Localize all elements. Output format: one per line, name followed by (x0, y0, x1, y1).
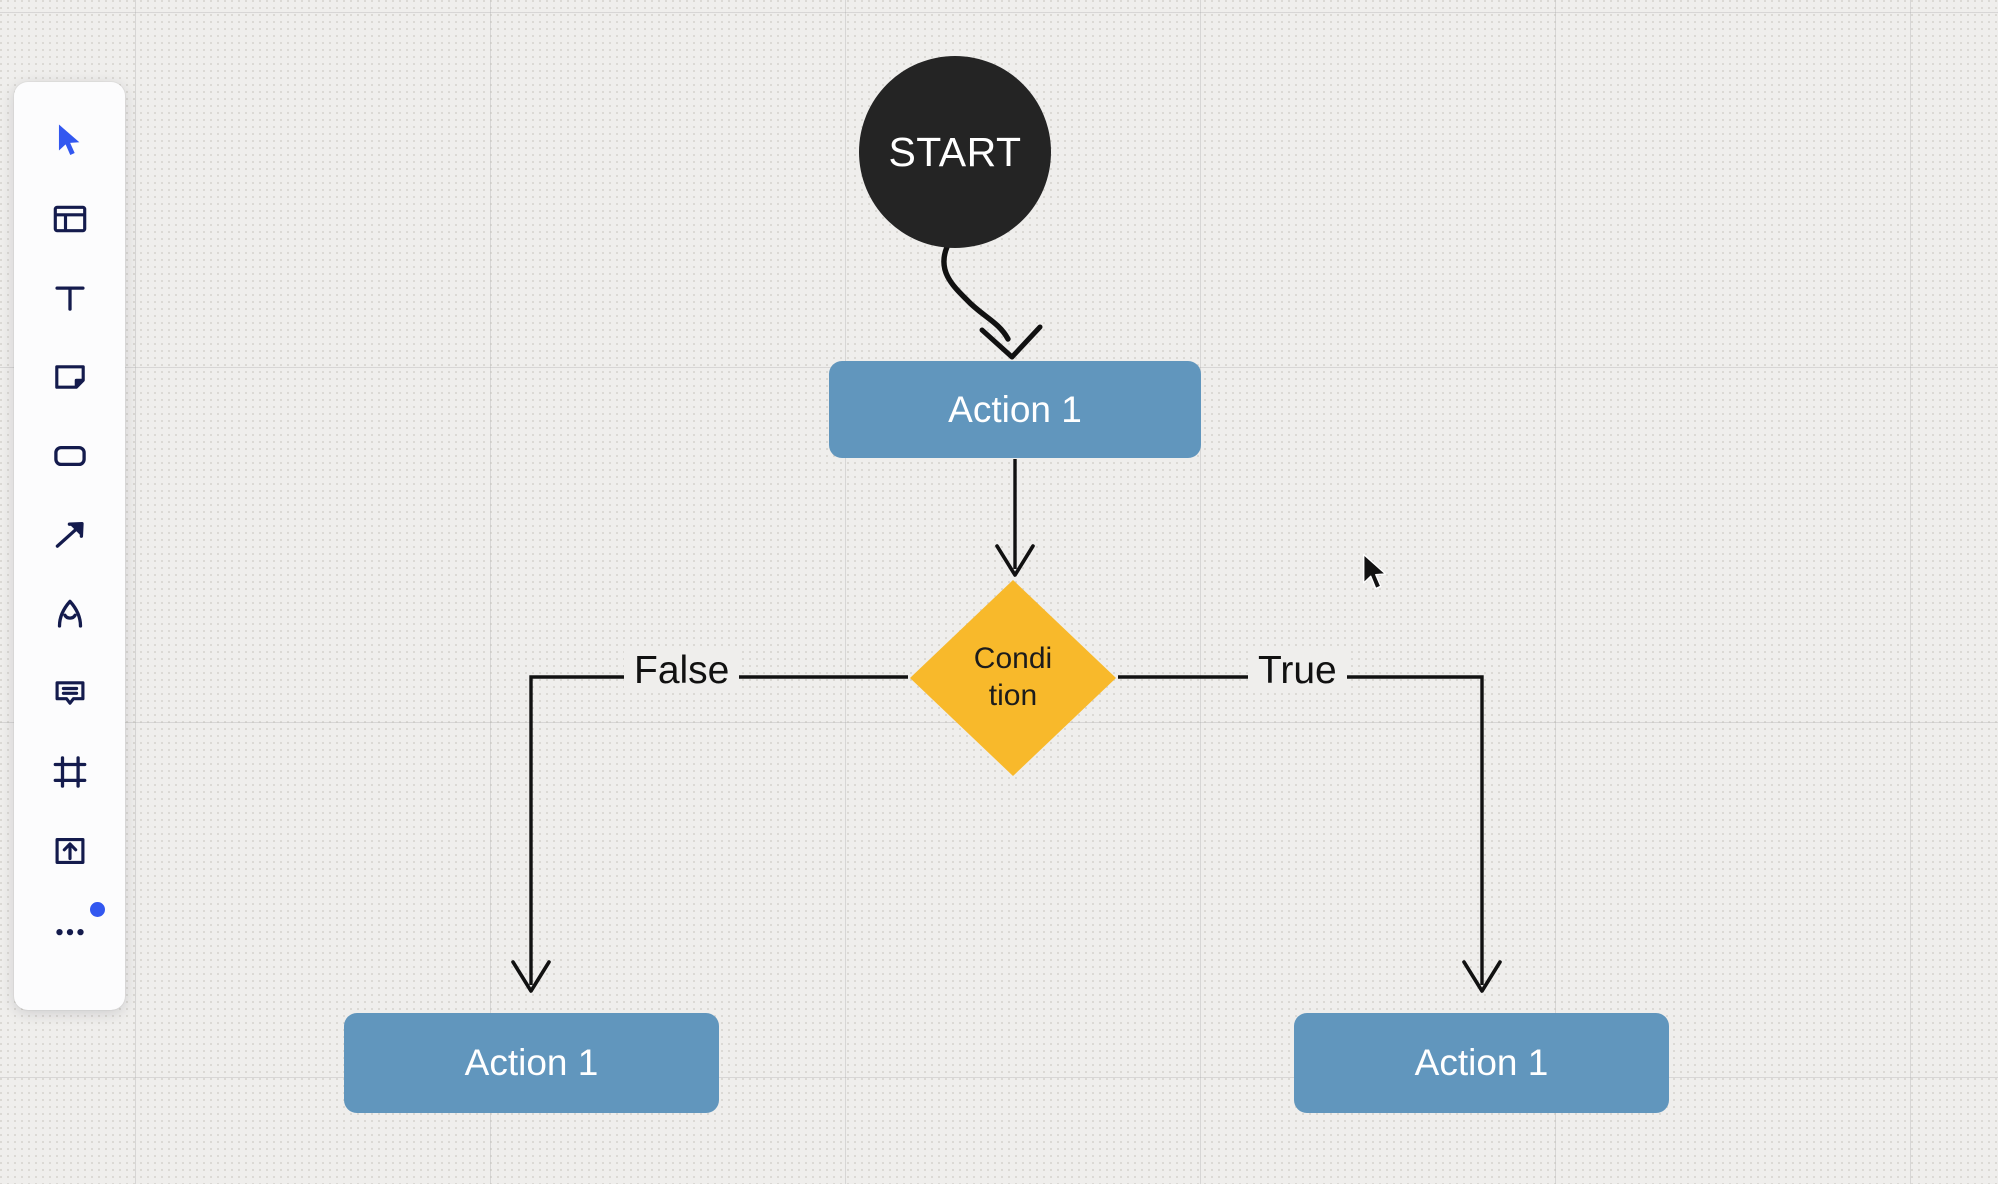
arrow-tool[interactable] (34, 499, 106, 571)
arrowhead-icon (1462, 960, 1502, 993)
more-tool[interactable] (34, 894, 106, 966)
frame-icon (52, 754, 88, 790)
comment-icon (52, 675, 88, 711)
shape-tool[interactable] (34, 420, 106, 492)
note-tool[interactable] (34, 341, 106, 413)
edge-condition-true (1118, 675, 1502, 993)
comment-tool[interactable] (34, 657, 106, 729)
edge-condition-false (511, 675, 908, 993)
pen-tool[interactable] (34, 578, 106, 650)
arrowhead-icon (511, 960, 551, 993)
edge-path (941, 244, 1011, 342)
edge-path (1118, 675, 1484, 985)
arrow-icon (52, 517, 88, 553)
sticky-note-icon (52, 359, 88, 395)
notification-badge-icon (89, 902, 105, 917)
edge-path (529, 675, 908, 985)
text-tool[interactable] (34, 262, 106, 334)
arrowhead-icon (979, 324, 1043, 360)
template-icon (52, 201, 88, 237)
edge-action-to-condition (995, 459, 1035, 577)
frame-tool[interactable] (34, 736, 106, 808)
template-tool[interactable] (34, 183, 106, 255)
node-start[interactable] (859, 56, 1051, 248)
upload-tool[interactable] (34, 815, 106, 887)
rectangle-icon (52, 438, 88, 474)
node-action-true[interactable] (1294, 1013, 1669, 1113)
node-action-top[interactable] (829, 361, 1201, 458)
arrowhead-icon (995, 544, 1035, 577)
cursor-icon (53, 121, 87, 159)
edge-start-to-action (941, 244, 1043, 360)
select-tool[interactable] (34, 104, 106, 176)
pen-icon (52, 596, 88, 632)
upload-icon (52, 833, 88, 869)
text-icon (52, 280, 88, 316)
ellipsis-icon (52, 912, 88, 948)
left-toolbar (14, 82, 125, 1010)
node-action-false[interactable] (344, 1013, 719, 1113)
node-condition[interactable] (910, 580, 1116, 776)
